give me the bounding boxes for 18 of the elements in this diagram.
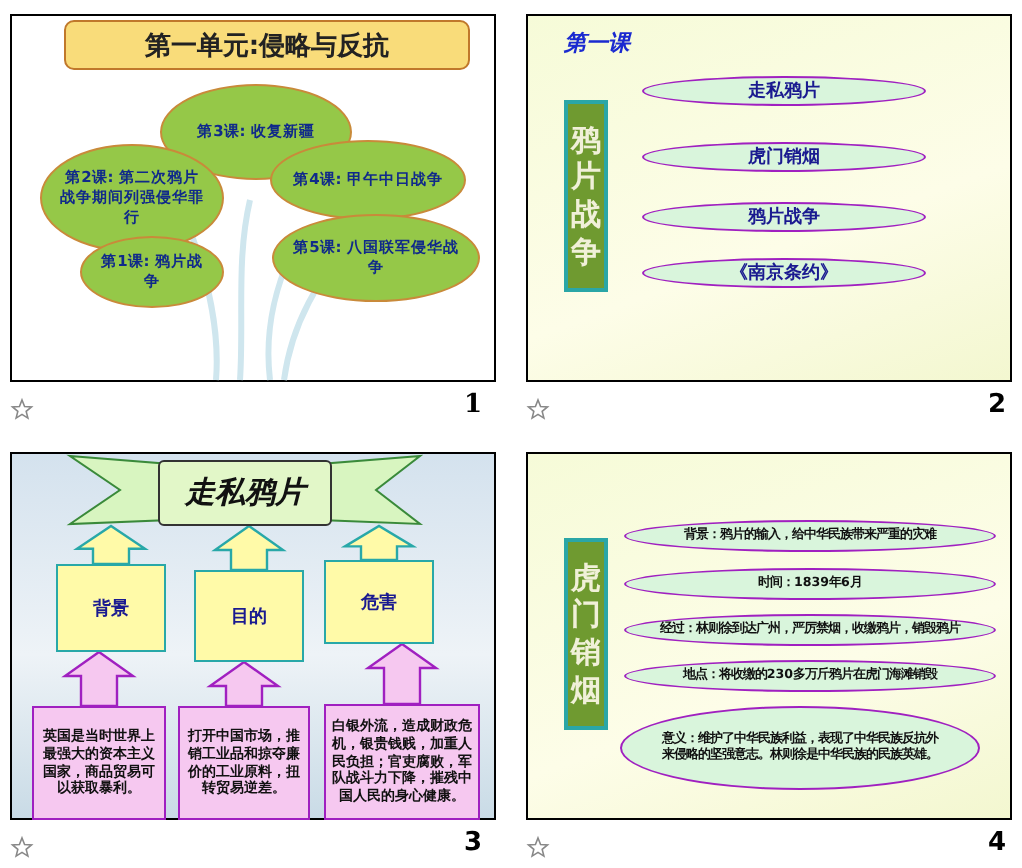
- title-box: 第一单元:侵略与反抗: [64, 20, 470, 70]
- title-banner: 走私鸦片: [158, 460, 332, 526]
- lesson-heading: 第一课: [564, 32, 630, 54]
- page-number: 1: [464, 392, 483, 418]
- block-arrow: [206, 660, 282, 708]
- block-arrow: [61, 650, 137, 708]
- page-number: 2: [988, 392, 1007, 418]
- block-arrow: [73, 524, 149, 566]
- block-arrow: [364, 642, 440, 706]
- page-number: 3: [464, 830, 483, 856]
- topic-box: 背景: [56, 564, 166, 652]
- scroll-banner: 鸦片战争: [564, 100, 608, 292]
- block-arrow: [211, 524, 287, 572]
- scroll-banner: 虎门销烟: [564, 538, 608, 730]
- block-arrow: [340, 524, 418, 562]
- page-number: 4: [988, 830, 1007, 856]
- topic-box: 目的: [194, 570, 304, 662]
- topic-box: 危害: [324, 560, 434, 644]
